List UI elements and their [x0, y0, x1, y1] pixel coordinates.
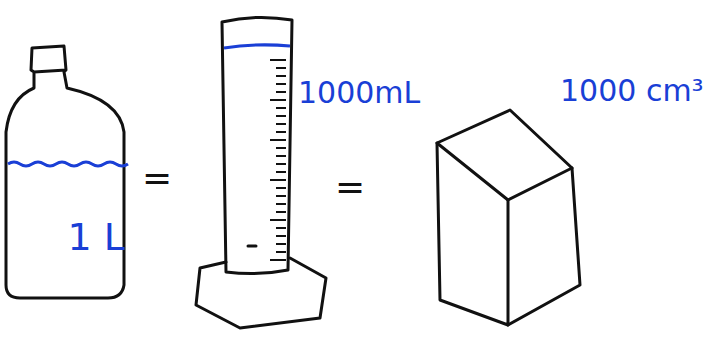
tick-mark [270, 59, 286, 61]
tick-mark [270, 99, 286, 101]
volume-label: 1000 cm³ [560, 76, 704, 106]
tick-mark [276, 243, 286, 245]
tick-mark [270, 139, 286, 141]
tick-mark [276, 211, 286, 213]
tick-mark [270, 219, 286, 221]
tick-mark [276, 187, 286, 189]
tick-mark [276, 115, 286, 117]
tick-mark [276, 91, 286, 93]
tick-mark [276, 107, 286, 109]
tick-mark [276, 75, 286, 77]
tick-mark [276, 251, 286, 253]
graduated-cylinder [196, 17, 326, 328]
volume-label: 1000mL [298, 78, 420, 108]
tick-mark [276, 227, 286, 229]
equals-sign: = [335, 169, 365, 205]
fill-line [224, 45, 290, 48]
tick-mark [276, 235, 286, 237]
tick-mark [276, 203, 286, 205]
tick-mark [276, 83, 286, 85]
tick-mark [276, 123, 286, 125]
volume-label: 1 L [68, 218, 125, 256]
tick-mark [276, 163, 286, 165]
tick-mark [276, 67, 286, 69]
bottle: 1 L [0, 40, 135, 305]
tick-mark [276, 147, 286, 149]
equals-sign: = [142, 160, 172, 196]
tick-mark [270, 179, 286, 181]
tick-mark [270, 259, 286, 261]
bottle-outline [0, 40, 135, 305]
tick-mark [276, 171, 286, 173]
tick-mark [276, 155, 286, 157]
cube [437, 110, 580, 325]
tick-mark [276, 131, 286, 133]
tick-mark [276, 195, 286, 197]
scale-ticks [270, 60, 286, 260]
